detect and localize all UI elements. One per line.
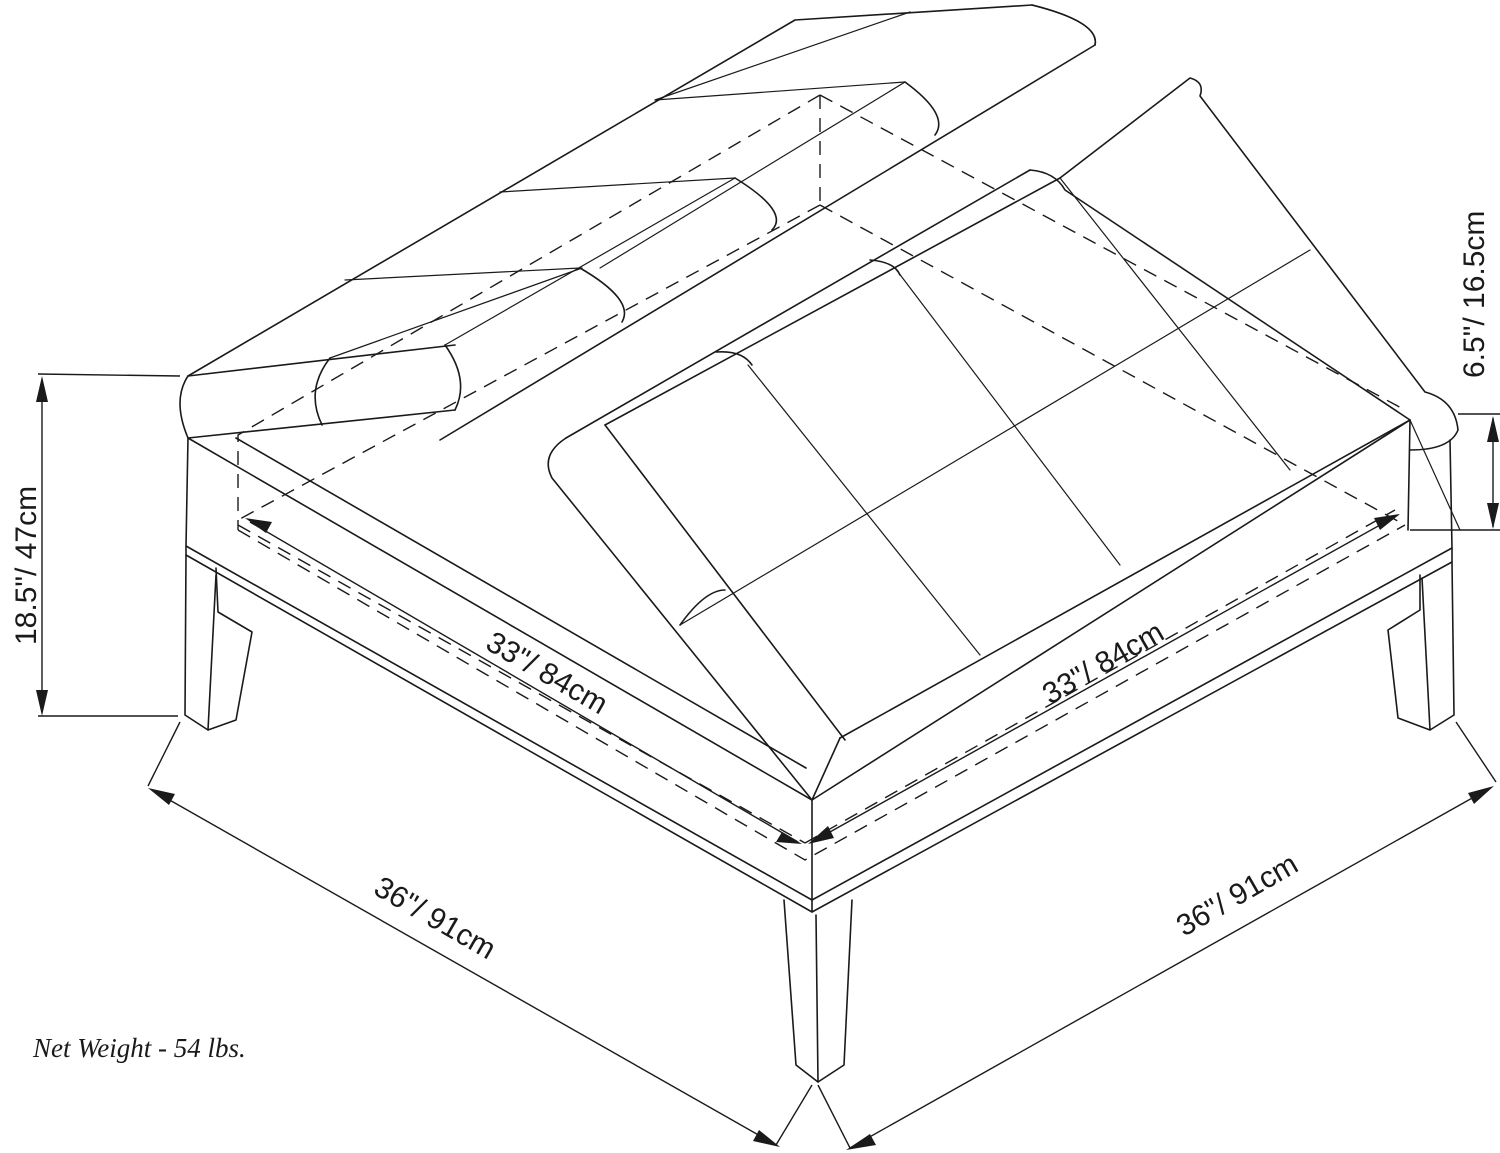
tray-seat-cushion xyxy=(547,77,1461,801)
height-label: 18.5"/ 47cm xyxy=(10,486,43,645)
hidden-lines xyxy=(237,94,1406,861)
net-weight-label: Net Weight - 54 lbs. xyxy=(32,1033,246,1063)
dimension-lines xyxy=(36,373,1500,1150)
ottoman-body xyxy=(184,419,1455,1083)
tray-back-cushion xyxy=(179,4,1097,441)
outer-width-right-label: 36"/ 91cm xyxy=(1171,847,1304,943)
tray-depth-label: 6.5"/ 16.5cm xyxy=(1458,211,1491,378)
outer-width-left-label: 36"/ 91cm xyxy=(369,870,502,966)
inner-width-right-label: 33"/ 84cm xyxy=(1037,615,1170,711)
